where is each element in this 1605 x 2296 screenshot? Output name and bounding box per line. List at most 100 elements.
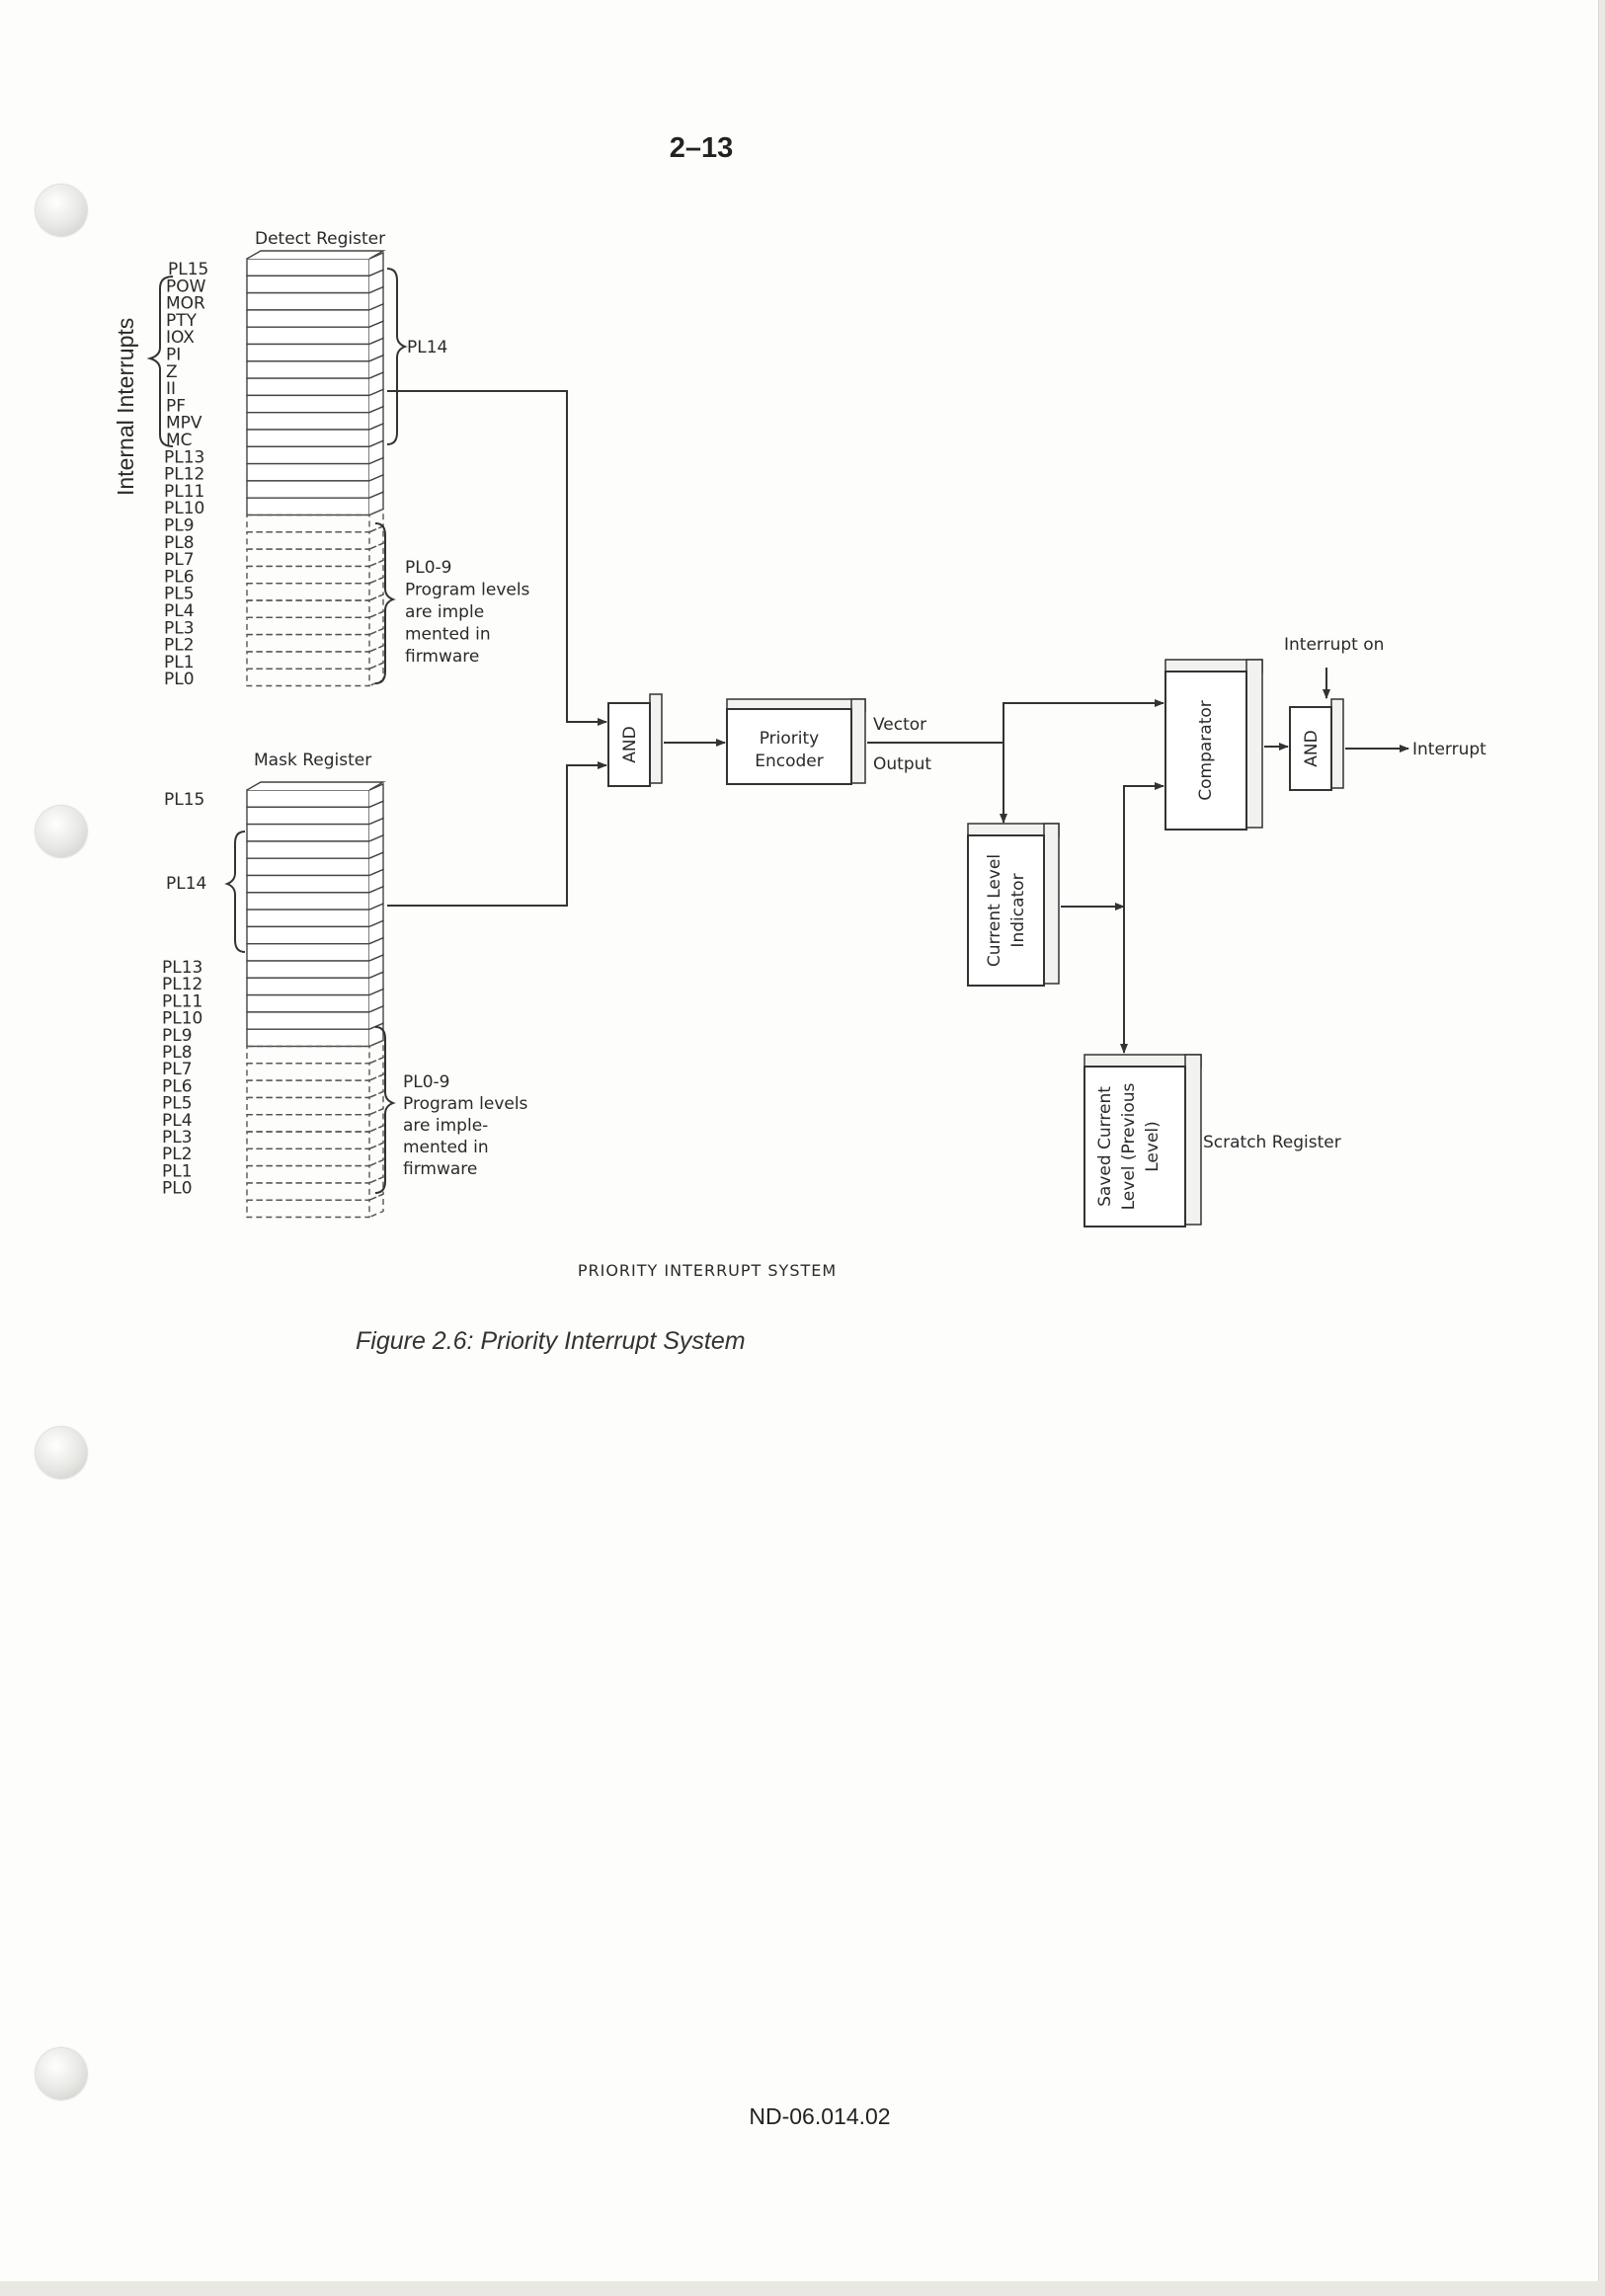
detect-firmware-note-line: firmware — [405, 647, 479, 667]
mask-register-cell — [246, 993, 370, 1013]
detect-register-cell-side — [368, 644, 384, 670]
mask-firmware-note-line: mented in — [403, 1138, 489, 1157]
mask-register-cell-side — [368, 1158, 384, 1184]
detect-level-label: Z — [166, 362, 178, 382]
detect-level-label: IOX — [166, 328, 195, 348]
detect-level-label: PL12 — [164, 465, 204, 485]
punch-hole — [36, 1427, 87, 1478]
detect-register-cell — [246, 633, 370, 653]
detect-level-label: MC — [166, 431, 193, 450]
saved-level-line-3: Level) — [1143, 1121, 1163, 1172]
mask-firmware-note-line: are imple- — [403, 1116, 488, 1136]
detect-register-cell-side — [368, 627, 384, 653]
detect-register-cell — [246, 565, 370, 585]
internal-interrupts-label: Internal Interrupts — [113, 318, 138, 496]
detect-level-label: MOR — [166, 294, 205, 314]
detect-level-label: PL7 — [164, 550, 195, 570]
mask-level-label: PL1 — [162, 1161, 193, 1181]
mask-register-cell — [246, 909, 370, 928]
mask-level-label: PL4 — [162, 1111, 193, 1131]
current-level-side — [1043, 823, 1060, 985]
mask-register-cell — [246, 874, 370, 894]
punch-hole — [36, 2048, 87, 2099]
detect-level-label: PL1 — [164, 653, 195, 673]
detect-level-label: PI — [166, 346, 181, 365]
mask-register-cell — [246, 977, 370, 996]
detect-register-cell — [246, 548, 370, 568]
mask-register-cell — [246, 857, 370, 877]
mask-register-top — [246, 781, 386, 791]
page-number: 2–13 — [669, 132, 734, 164]
detect-register-cell — [246, 326, 370, 346]
mask-to-and-line — [387, 761, 607, 907]
mask-register-cell — [246, 1028, 370, 1048]
detect-register-cell — [246, 291, 370, 311]
punch-hole — [36, 806, 87, 857]
vector-label: Vector — [873, 715, 926, 735]
detect-register-cell-side — [368, 491, 384, 516]
priority-encoder — [726, 708, 852, 785]
mask-pl14-brace — [224, 831, 246, 953]
figure-caption: Figure 2.6: Priority Interrupt System — [356, 1327, 746, 1355]
mask-register-cell-side — [368, 1073, 384, 1099]
mask-register-cell-side — [368, 1124, 384, 1149]
detect-register-cell-side — [368, 508, 384, 533]
detect-level-label: PL9 — [164, 516, 195, 536]
detect-level-label: PL3 — [164, 618, 195, 638]
detect-level-label: PL13 — [164, 447, 204, 467]
saved-current-level — [1083, 1066, 1186, 1227]
mask-level-label: PL3 — [162, 1128, 193, 1148]
detect-register-cell — [246, 651, 370, 670]
comparator-label: Comparator — [1196, 700, 1216, 801]
mask-register-cell — [246, 925, 370, 945]
mask-register-cell — [246, 1079, 370, 1099]
detect-level-label: II — [166, 379, 176, 399]
detect-level-label: PL8 — [164, 533, 195, 553]
mask-level-label: PL12 — [162, 975, 202, 994]
detect-register-cell — [246, 360, 370, 379]
mask-level-label: PL11 — [162, 991, 202, 1011]
detect-level-labels: PL15POWMORPTYIOXPIZIIPFMPVMCPL13PL12PL11… — [164, 260, 208, 689]
detect-register-cell — [246, 599, 370, 618]
saved-level-line-1: Saved Current — [1095, 1086, 1115, 1207]
mask-register-cell-side — [368, 1142, 384, 1167]
and-gate-2-label: AND — [1302, 730, 1322, 766]
mask-register-cell-side — [368, 1175, 384, 1201]
mask-register-cell — [246, 1045, 370, 1065]
output-label: Output — [873, 754, 931, 774]
mask-register-cells — [246, 781, 386, 1219]
mask-register-cell — [246, 1182, 370, 1201]
scratch-register-label: Scratch Register — [1203, 1133, 1341, 1152]
mask-register-cell — [246, 892, 370, 910]
output-to-comparator-line — [1003, 699, 1164, 743]
mask-register-cell-side — [368, 1090, 384, 1116]
mask-register-cell — [246, 960, 370, 979]
mask-level-label: PL6 — [162, 1076, 193, 1096]
detect-register-cell-side — [368, 593, 384, 618]
detect-level-label: PL6 — [164, 567, 195, 587]
detect-register-cell — [246, 412, 370, 431]
mask-register-cell — [246, 943, 370, 962]
mask-register-cell — [246, 1063, 370, 1081]
detect-firmware-note-line: PL0-9 — [405, 558, 452, 578]
detect-register-cell — [246, 309, 370, 328]
detect-pl14-label: PL14 — [407, 338, 447, 357]
and-gate-2 — [1289, 706, 1332, 791]
document-id: ND-06.014.02 — [749, 2103, 891, 2129]
detect-level-label: MPV — [166, 414, 202, 434]
mask-firmware-note-line: firmware — [403, 1159, 477, 1179]
detect-register-cell — [246, 668, 370, 687]
interrupt-output-label: Interrupt — [1412, 740, 1486, 759]
mask-register-cell — [246, 1164, 370, 1184]
detect-register-cell — [246, 377, 370, 397]
current-level-indicator — [967, 834, 1045, 987]
detect-level-label: PTY — [166, 311, 198, 331]
mask-firmware-note-line: Program levels — [403, 1094, 528, 1114]
and-gate-1-label: AND — [620, 726, 640, 762]
comparator — [1164, 671, 1247, 831]
mask-level-label: PL7 — [162, 1060, 193, 1079]
detect-firmware-note-line: Program levels — [405, 581, 530, 600]
